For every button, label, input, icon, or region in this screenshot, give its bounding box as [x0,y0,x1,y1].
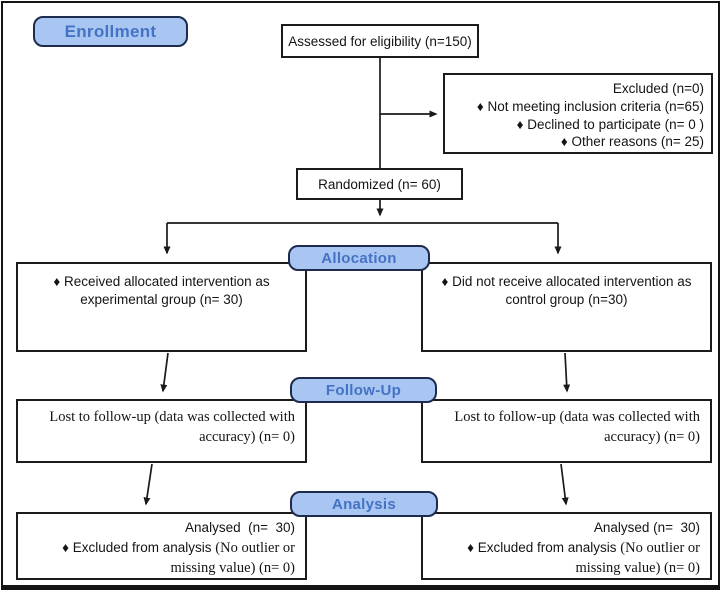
analysed-count: Analysed (n= 30) [185,520,295,535]
followup-control-box: Lost to follow-up (data was collected wi… [421,399,712,463]
assessed-eligibility-box: Assessed for eligibility (n=150) [281,24,479,58]
analysis-excluded-label: ♦ Excluded from analysis [62,539,216,555]
excluded-item: ♦ Declined to participate (n= 0 ) [516,116,704,132]
analysis-excluded-label: ♦ Excluded from analysis [467,539,621,555]
excluded-item: ♦ Other reasons (n= 25) [560,134,704,150]
stage-label-analysis: Analysis [290,491,438,517]
analysed-count: Analysed (n= 30) [593,520,700,535]
analysis-excluded-line: ♦ Excluded from analysis (No outlier or … [36,538,295,578]
stage-label-enrollment: Enrollment [33,16,188,47]
allocation-control-box: ♦ Did not receive allocated intervention… [421,262,712,352]
excluded-item: ♦ Not meeting inclusion criteria (n=65) [476,98,704,114]
analysis-excluded-detail: (No outlier or missing value) (n= 0) [575,539,700,576]
excluded-box: Excluded (n=0) ♦ Not meeting inclusion c… [443,73,713,154]
followup-experimental-box: Lost to follow-up (data was collected wi… [16,399,307,463]
analysis-excluded-line: ♦ Excluded from analysis (No outlier or … [441,538,700,578]
stage-label-allocation: Allocation [288,245,430,271]
analysis-excluded-detail: (No outlier or missing value) (n= 0) [170,539,295,576]
analysis-experimental-box: Analysed (n= 30) ♦ Excluded from analysi… [16,512,307,580]
stage-label-followup: Follow-Up [290,377,437,403]
analysis-control-box: Analysed (n= 30) ♦ Excluded from analysi… [421,512,712,580]
excluded-title: Excluded (n=0) [612,81,704,96]
randomized-box: Randomized (n= 60) [296,168,463,200]
allocation-experimental-box: ♦ Received allocated intervention as exp… [16,262,307,352]
